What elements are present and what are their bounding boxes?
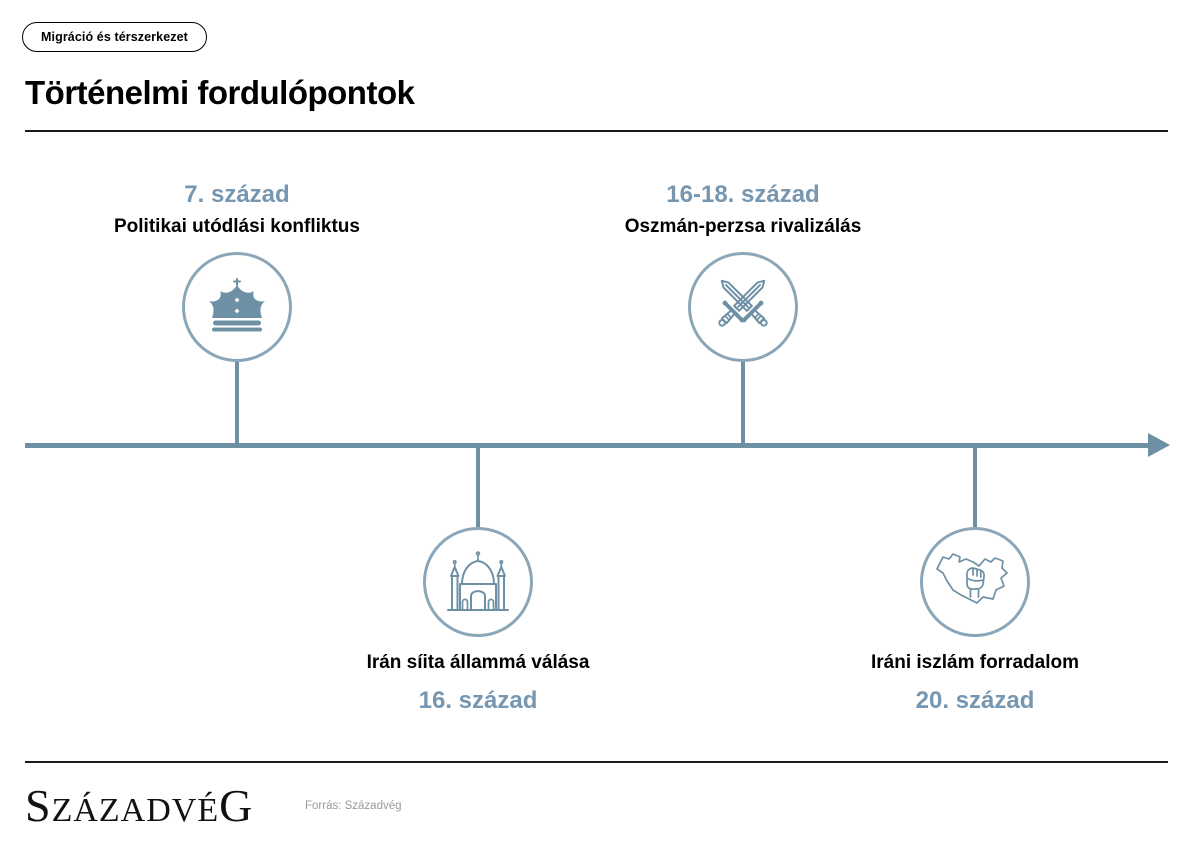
crossed-swords-icon bbox=[718, 279, 768, 327]
logo-final: G bbox=[219, 780, 254, 831]
event-title: Oszmán-perzsa rivalizálás bbox=[624, 216, 862, 237]
event-period: 16. század bbox=[418, 687, 538, 714]
event-title: Irán síita állammá válása bbox=[366, 652, 590, 673]
timeline-arrowhead-icon bbox=[1148, 433, 1170, 457]
event-period: 16-18. század bbox=[666, 181, 820, 208]
event-title: Iráni iszlám forradalom bbox=[870, 652, 1079, 673]
header-divider bbox=[25, 130, 1168, 132]
timeline-axis bbox=[25, 443, 1150, 448]
event-period: 20. század bbox=[915, 687, 1035, 714]
logo-initial: S bbox=[25, 780, 52, 831]
event-icon-circle bbox=[423, 527, 533, 637]
event-connector bbox=[476, 447, 480, 527]
event-connector bbox=[235, 360, 239, 444]
crown-icon bbox=[209, 278, 265, 332]
topic-badge-label: Migráció és térszerkezet bbox=[41, 30, 188, 44]
page-title: Történelmi fordulópontok bbox=[25, 74, 415, 111]
topic-badge: Migráció és térszerkezet bbox=[22, 22, 207, 52]
iran-map-fist-icon bbox=[936, 553, 1008, 604]
mosque-icon bbox=[447, 551, 509, 611]
szazadveg-logo: SZÁZADVÉG bbox=[25, 779, 253, 832]
source-note: Forrás: Századvég bbox=[305, 800, 402, 812]
event-connector bbox=[973, 447, 977, 527]
event-connector bbox=[741, 360, 745, 444]
event-title: Politikai utódlási konfliktus bbox=[114, 216, 360, 237]
event-icon-circle bbox=[920, 527, 1030, 637]
event-icon-circle bbox=[182, 252, 292, 362]
event-period: 7. század bbox=[184, 181, 290, 208]
footer-divider bbox=[25, 761, 1168, 763]
event-icon-circle bbox=[688, 252, 798, 362]
logo-middle: ZÁZADVÉ bbox=[51, 792, 220, 829]
